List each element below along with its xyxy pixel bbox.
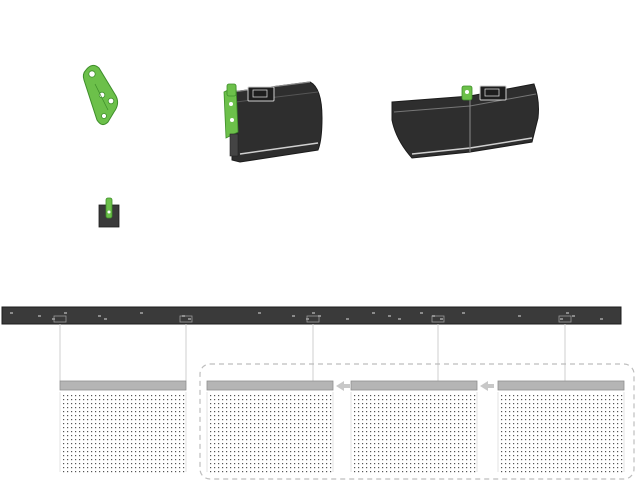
rail-details (10, 312, 603, 320)
rail-speck (462, 312, 465, 314)
rail-clip (306, 315, 320, 323)
led-tile (59, 380, 187, 473)
led-tile (206, 380, 334, 473)
joined-modules-icon (391, 83, 539, 159)
led-tile-header (350, 380, 478, 391)
rail-speck (52, 318, 55, 320)
rail-speck (566, 312, 569, 314)
rail-speck (258, 312, 261, 314)
led-dot-grid (354, 395, 476, 473)
rail-speck (420, 312, 423, 314)
led-tile-header (206, 380, 334, 391)
rail-speck (10, 312, 13, 314)
rail-speck (188, 318, 191, 320)
rail-speck (292, 315, 295, 317)
rail-speck (572, 315, 575, 317)
rail-speck (318, 315, 321, 317)
led-tile (497, 380, 625, 473)
green-connector-bracket-icon (82, 64, 119, 126)
led-dot-grid (501, 395, 623, 473)
grouped-tiles-frame (199, 363, 635, 480)
led-tile-header (497, 380, 625, 391)
rail-speck (38, 315, 41, 317)
rail-speck (372, 312, 375, 314)
rail-speck (98, 315, 101, 317)
led-tiles (59, 380, 625, 473)
rail-speck (600, 318, 603, 320)
rail-speck (518, 315, 521, 317)
mounting-rail (1, 306, 622, 325)
rail-clip (179, 315, 193, 323)
arrow-left-icon (480, 381, 494, 391)
rail-clip (558, 315, 572, 323)
rail-speck (104, 318, 107, 320)
rail-speck (312, 312, 315, 314)
rail-speck (346, 318, 349, 320)
led-tile-header (59, 380, 187, 391)
connector-lines (53, 315, 572, 381)
rail-speck (388, 315, 391, 317)
rail-speck (398, 318, 401, 320)
led-dot-grid (210, 395, 332, 473)
rail-speck (560, 318, 563, 320)
rail-speck (440, 318, 443, 320)
rail-clip (431, 315, 445, 323)
led-tile (350, 380, 478, 473)
led-dot-grid (63, 395, 185, 473)
module-with-connector-icon (223, 81, 323, 163)
rail-clip (53, 315, 67, 323)
rail-speck (140, 312, 143, 314)
small-connector-icon (98, 197, 120, 228)
arrow-left-icon (336, 381, 350, 391)
rail-speck (64, 312, 67, 314)
rail-speck (306, 318, 309, 320)
